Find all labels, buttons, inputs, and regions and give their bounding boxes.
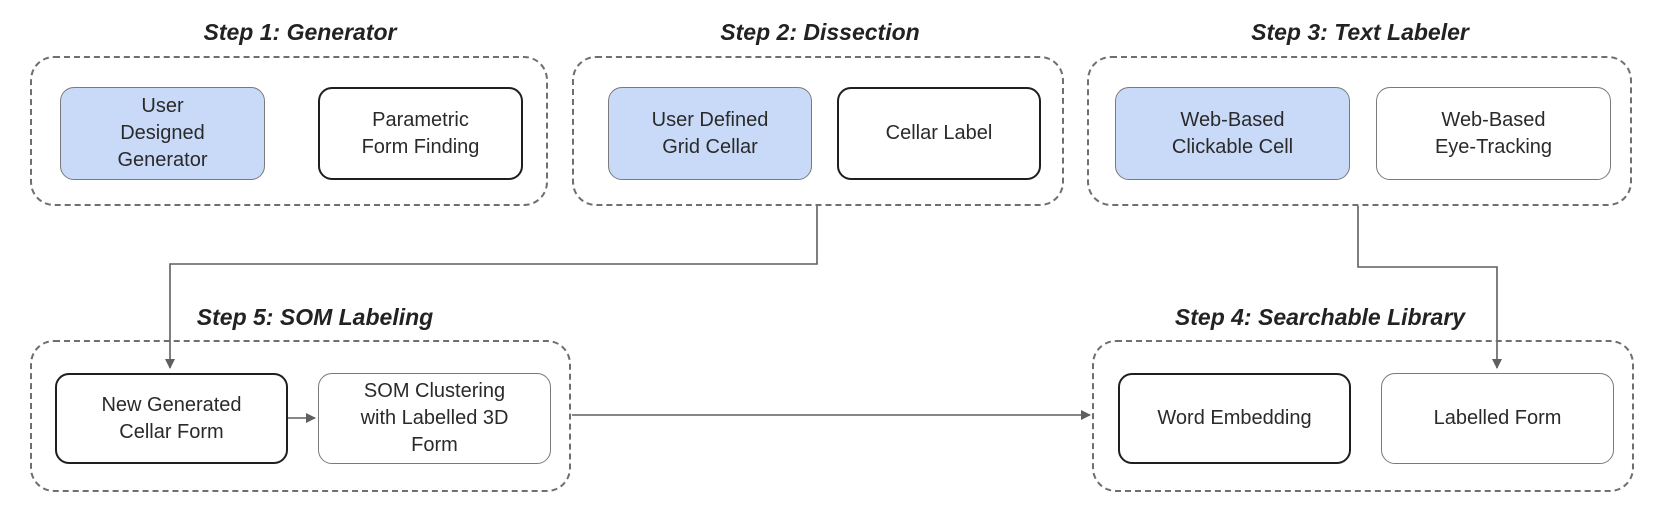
- step3-web-based-eye-tracking[interactable]: Web-Based Eye-Tracking: [1376, 87, 1611, 180]
- step1-parametric-form-finding[interactable]: Parametric Form Finding: [318, 87, 523, 180]
- step5-group: [30, 340, 571, 492]
- step3-web-based-clickable-cell[interactable]: Web-Based Clickable Cell: [1115, 87, 1350, 180]
- step4-labelled-form[interactable]: Labelled Form: [1381, 373, 1614, 464]
- step2-title: Step 2: Dissection: [720, 19, 920, 45]
- step4-word-embedding[interactable]: Word Embedding: [1118, 373, 1351, 464]
- step2-cellar-label[interactable]: Cellar Label: [837, 87, 1041, 180]
- step5-title: Step 5: SOM Labeling: [196, 304, 434, 330]
- step4-group: [1092, 340, 1634, 492]
- connector-step2-to-step5: [165, 206, 818, 369]
- step5-new-generated-cellar-form[interactable]: New Generated Cellar Form: [55, 373, 288, 464]
- step4-title: Step 4: Searchable Library: [1174, 304, 1466, 330]
- step1-group: [30, 56, 548, 206]
- step2-user-defined-grid-cellar[interactable]: User Defined Grid Cellar: [608, 87, 812, 180]
- step3-group: [1087, 56, 1632, 206]
- step3-title: Step 3: Text Labeler: [1251, 19, 1469, 45]
- step1-title: Step 1: Generator: [203, 19, 397, 45]
- connector-step3-to-step4: [1357, 206, 1502, 369]
- step5-som-clustering[interactable]: SOM Clustering with Labelled 3D Form: [318, 373, 551, 464]
- step2-group: [572, 56, 1064, 206]
- step1-user-designed-generator[interactable]: User Designed Generator: [60, 87, 265, 180]
